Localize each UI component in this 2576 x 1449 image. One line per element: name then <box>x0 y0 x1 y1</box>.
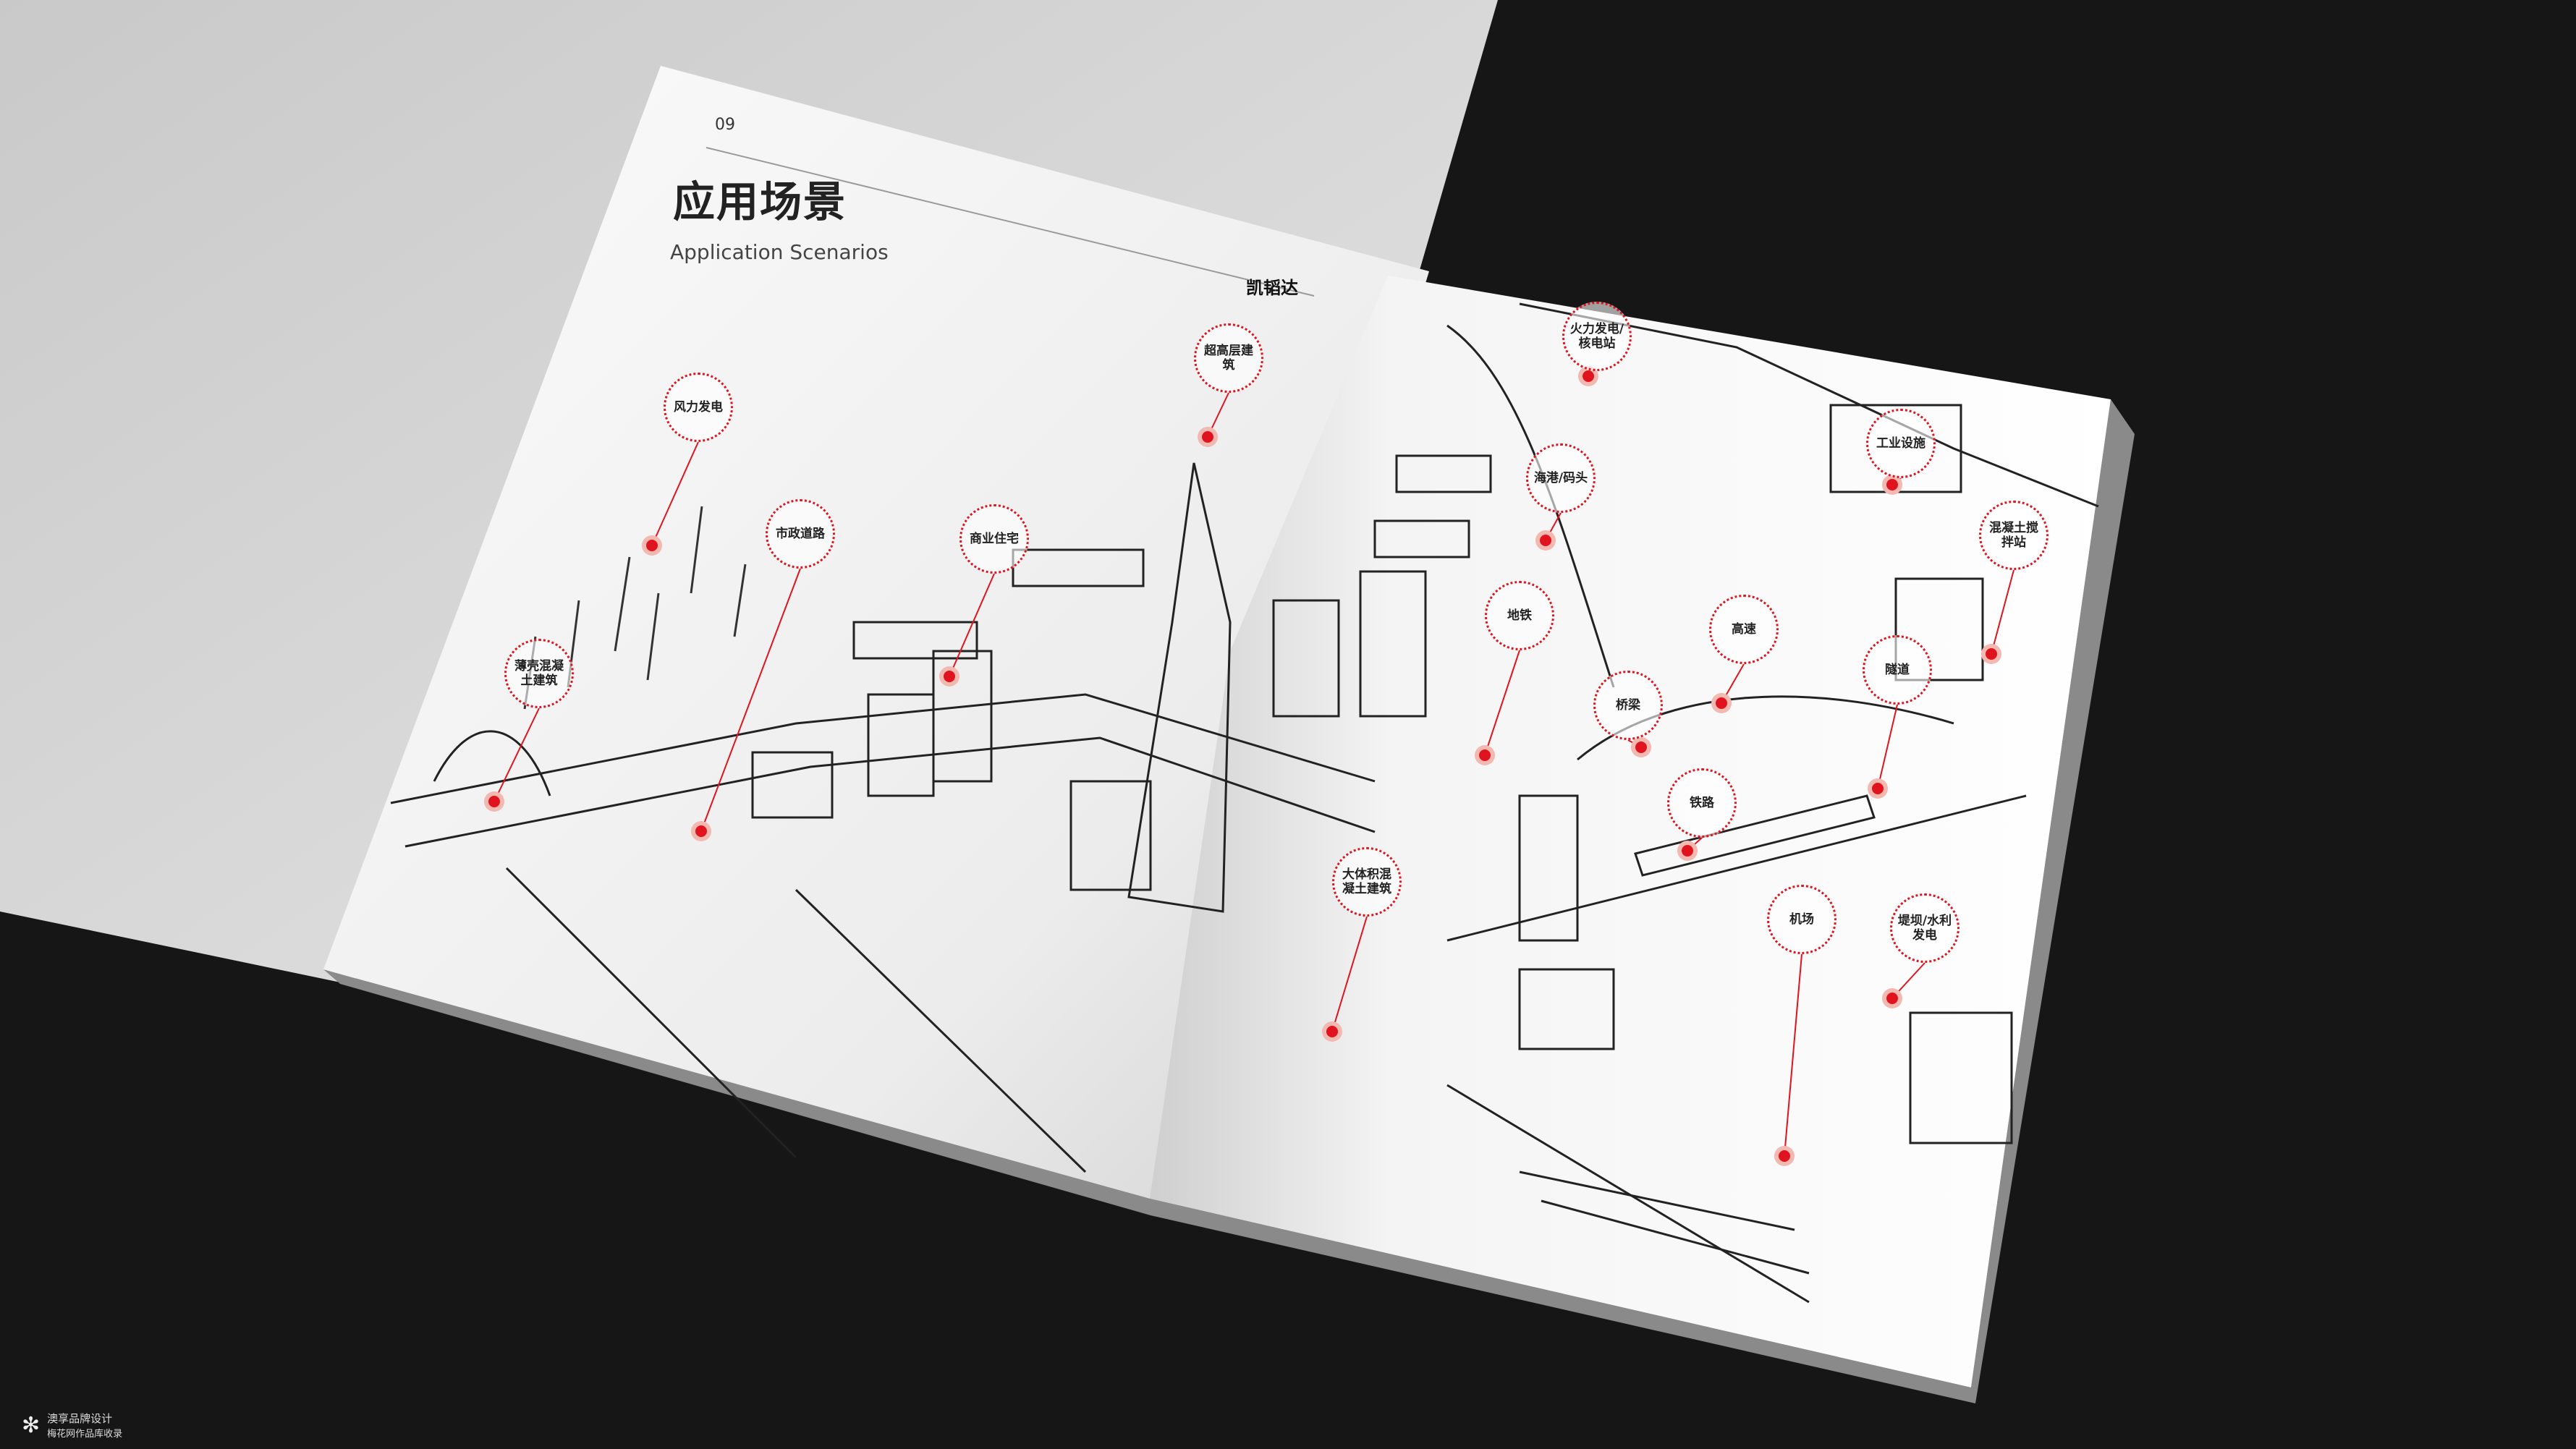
callout-dot <box>1716 697 1727 709</box>
callout-text: 铁路 <box>1690 795 1714 810</box>
callout-text: 风力发电 <box>674 399 723 415</box>
header-rule <box>706 147 1315 297</box>
callout-text: 海港/码头 <box>1533 470 1588 485</box>
callout-text: 大体积混凝土建筑 <box>1342 867 1391 896</box>
callout-dot <box>1986 648 1997 660</box>
callout-leader-line <box>700 568 801 832</box>
callout-label: 机场 <box>1767 885 1836 954</box>
watermark: ✻ 澳享品牌设计 梅花网作品库收录 <box>22 1411 122 1440</box>
callout-label: 大体积混凝土建筑 <box>1332 847 1402 917</box>
callout-text: 火力发电/核电站 <box>1569 321 1624 351</box>
callout-dot <box>1202 431 1213 443</box>
callout-leader-line <box>1877 704 1898 789</box>
callout-label: 超高层建筑 <box>1194 323 1263 393</box>
brand-logo: 凯韬达 <box>1246 278 1298 298</box>
callout-text: 高速 <box>1732 621 1756 637</box>
callout-label: 薄壳混凝土建筑 <box>504 639 574 708</box>
callout-label: 隧道 <box>1863 635 1932 705</box>
page-number: 09 <box>715 116 735 134</box>
callout-leader-line <box>1991 569 2014 655</box>
callout-label: 高速 <box>1709 595 1779 664</box>
callout-label: 火力发电/核电站 <box>1562 302 1632 371</box>
callout-label: 铁路 <box>1667 768 1737 838</box>
callout-leader-line <box>1784 953 1802 1157</box>
watermark-line1: 澳享品牌设计 <box>47 1412 113 1425</box>
callout-label: 风力发电 <box>664 373 733 442</box>
callout-leader-line <box>949 573 995 677</box>
callout-dot <box>1682 845 1693 857</box>
callout-dot <box>646 540 658 551</box>
callout-text: 商业住宅 <box>970 531 1019 546</box>
callout-text: 工业设施 <box>1876 435 1925 451</box>
callout-dot <box>1326 1026 1338 1037</box>
callout-text: 混凝土搅拌站 <box>1989 520 2038 550</box>
callout-label: 地铁 <box>1485 581 1554 650</box>
callout-dot <box>1479 749 1491 761</box>
callout-text: 市政道路 <box>776 526 825 541</box>
callout-dot <box>1635 742 1647 753</box>
callout-label: 市政道路 <box>766 499 835 569</box>
page-subtitle: Application Scenarios <box>670 240 889 264</box>
left-page <box>323 66 1429 1199</box>
callout-label: 商业住宅 <box>959 504 1029 574</box>
callout-dot <box>1886 993 1898 1004</box>
watermark-line2: 梅花网作品库收录 <box>47 1429 123 1440</box>
callout-dot <box>1583 370 1594 382</box>
callout-dot <box>1540 535 1551 546</box>
callout-text: 机场 <box>1789 912 1814 927</box>
callout-leaders <box>484 366 2014 1166</box>
callout-text: 隧道 <box>1885 662 1910 677</box>
callout-dot <box>1872 783 1884 794</box>
callout-text: 超高层建筑 <box>1204 343 1253 373</box>
callout-text: 堤坝/水利发电 <box>1897 913 1952 943</box>
page-title: 应用场景 <box>673 177 847 226</box>
callout-label: 工业设施 <box>1866 409 1936 478</box>
callout-text: 地铁 <box>1507 608 1532 623</box>
callout-dot <box>1779 1150 1790 1162</box>
callout-leader-line <box>651 441 699 546</box>
callout-text: 薄壳混凝土建筑 <box>514 658 564 688</box>
callout-label: 海港/码头 <box>1526 443 1596 513</box>
callout-dot <box>695 825 707 837</box>
callout-dot <box>488 796 500 807</box>
callout-label: 桥梁 <box>1593 671 1663 740</box>
flower-icon: ✻ <box>22 1412 41 1438</box>
callout-label: 堤坝/水利发电 <box>1890 893 1959 963</box>
callout-dot <box>944 671 955 682</box>
callout-text: 桥梁 <box>1616 697 1640 713</box>
right-page <box>1150 276 2111 1388</box>
callout-dot <box>1886 479 1898 490</box>
callout-leader-line <box>1331 916 1368 1032</box>
callout-leader-line <box>1484 650 1520 756</box>
callout-leader-line <box>493 707 540 802</box>
callout-label: 混凝土搅拌站 <box>1979 501 2048 570</box>
